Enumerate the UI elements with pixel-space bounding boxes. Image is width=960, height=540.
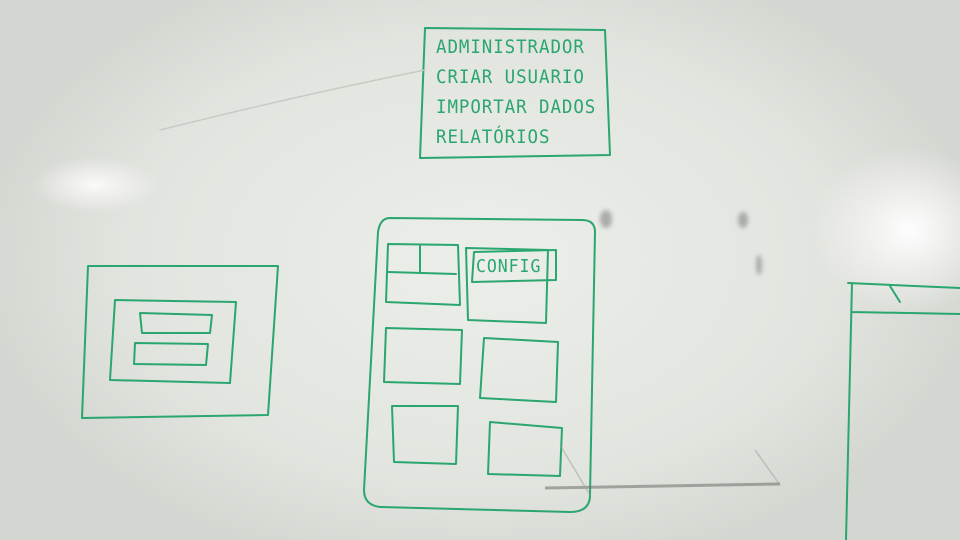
app-tile-1 (385, 243, 461, 306)
menu-note: ADMINISTRADOR CRIAR USUARIO IMPORTAR DAD… (418, 26, 613, 158)
menu-note-box (419, 27, 611, 159)
marker-smudge (756, 255, 762, 275)
app-tile-1-divider (387, 245, 457, 275)
config-label-box (471, 249, 557, 283)
erased-stroke (559, 444, 781, 496)
app-tile-5 (391, 405, 459, 465)
menu-item-administrador: ADMINISTRADOR (436, 36, 585, 58)
app-tile-3 (383, 327, 463, 385)
device-sketch-frame (81, 265, 279, 419)
menu-note-pointer (159, 69, 426, 131)
config-tile-label: CONFIG (476, 256, 542, 277)
dialog-sketch-frame (109, 299, 237, 384)
app-tile-4 (479, 337, 559, 403)
partial-frame-tab (889, 285, 901, 303)
menu-item-importar-dados: IMPORTAR DADOS (436, 96, 597, 118)
menu-item-relatorios: RELATÓRIOS (436, 126, 551, 148)
app-tile-6 (487, 421, 563, 477)
marker-smudge (600, 210, 612, 228)
phone-mockup-frame (363, 217, 596, 513)
partial-frame-right (845, 282, 960, 540)
marker-smudge (738, 212, 748, 228)
menu-item-criar-usuario: CRIAR USUARIO (436, 66, 585, 88)
dialog-field-1 (139, 312, 213, 334)
dialog-field-2 (133, 342, 209, 366)
erased-stroke (544, 482, 781, 490)
app-tile-config (465, 247, 549, 324)
